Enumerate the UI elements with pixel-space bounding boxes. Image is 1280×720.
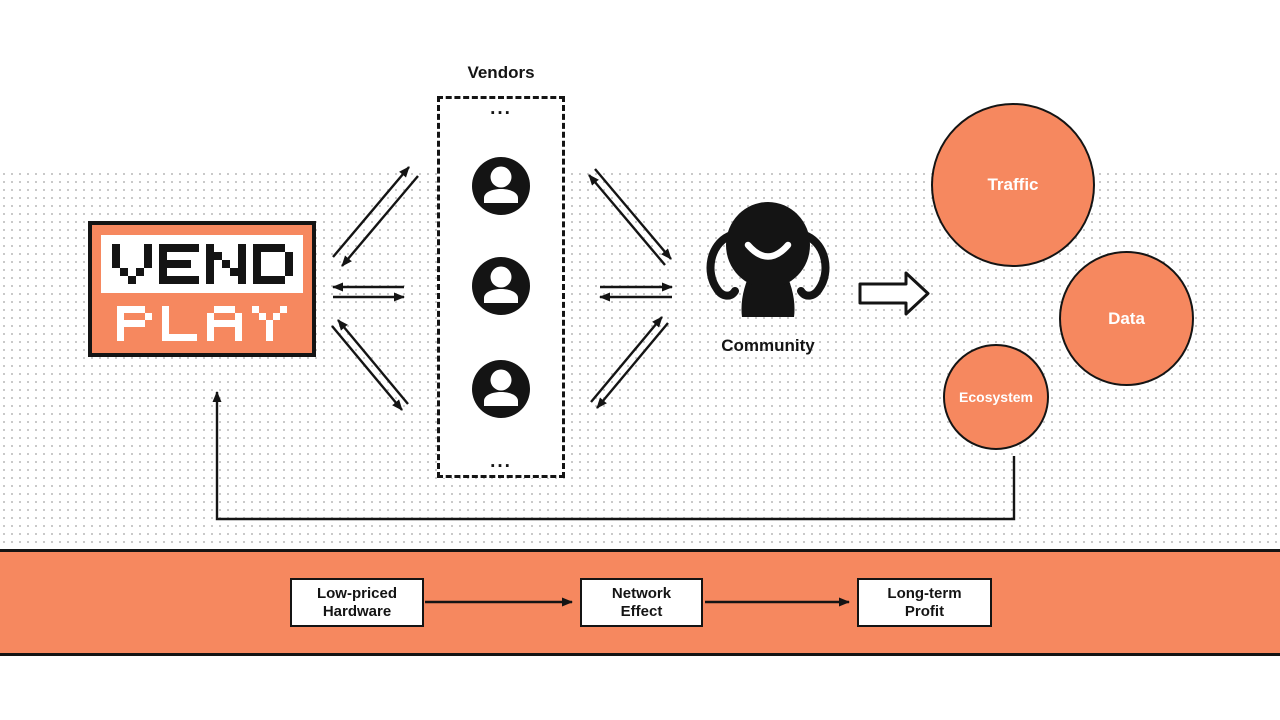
vendor-user-icon xyxy=(472,257,530,315)
logo-vend-panel xyxy=(101,235,303,293)
vendplay-logo xyxy=(88,221,316,357)
flow-step-label: Long-term Profit xyxy=(887,584,962,620)
flow-step-label: Network Effect xyxy=(611,584,672,620)
flow-step-low-priced-hardware: Low-priced Hardware xyxy=(290,578,424,627)
flow-step-label: Low-priced Hardware xyxy=(316,584,397,620)
vendors-box: ... ... xyxy=(437,96,565,478)
ecosystem-label: Ecosystem xyxy=(959,389,1033,405)
flow-step-network-effect: Network Effect xyxy=(580,578,703,627)
vendor-user-icon xyxy=(472,157,530,215)
community-label: Community xyxy=(721,336,815,355)
outcome-circle-data: Data xyxy=(1059,251,1194,386)
vendors-ellipsis-top: ... xyxy=(490,98,512,119)
outcome-circle-traffic: Traffic xyxy=(931,103,1095,267)
vendor-user-icon xyxy=(472,360,530,418)
community-mascot-icon xyxy=(706,202,830,317)
vendors-ellipsis-bottom: ... xyxy=(490,451,512,472)
logo-text-vend xyxy=(111,244,293,284)
traffic-label: Traffic xyxy=(987,175,1039,194)
outcome-circle-ecosystem: Ecosystem xyxy=(943,344,1049,450)
vendors-title: Vendors xyxy=(467,63,535,82)
logo-play-panel xyxy=(101,293,303,353)
vendplay-logo-frame xyxy=(92,225,312,353)
flow-step-long-term-profit: Long-term Profit xyxy=(857,578,992,627)
data-label: Data xyxy=(1108,308,1145,328)
logo-text-play xyxy=(117,305,287,341)
